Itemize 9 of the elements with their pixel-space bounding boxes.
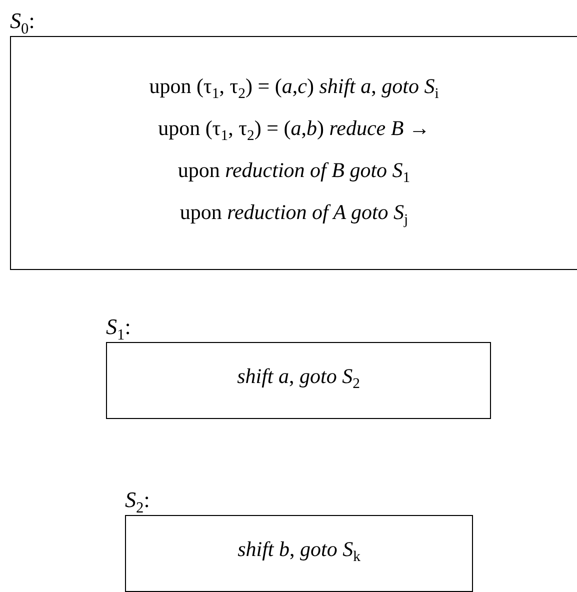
action-text: upon reduction of A goto S$_{j}$ <box>180 199 408 230</box>
state-label: S$_{1}$: <box>106 314 131 346</box>
state-label: S$_{2}$: <box>125 487 150 518</box>
action-text: upon reduction of B goto S$_{1}$ <box>178 157 410 188</box>
action-text: shift b, goto S$_{k}$ <box>238 536 360 568</box>
action-text: upon (τ$_{1}$, τ$_{2}$) = (a,b) reduce B → <box>158 114 430 146</box>
action-text: upon (τ$_{1}$, τ$_{2}$) = (a,c) shift a, goto S$_{i}$ <box>149 72 439 104</box>
state-label: S$_{0}$: <box>10 8 35 40</box>
action-text: shift a, goto S$_{2}$ <box>237 363 360 395</box>
